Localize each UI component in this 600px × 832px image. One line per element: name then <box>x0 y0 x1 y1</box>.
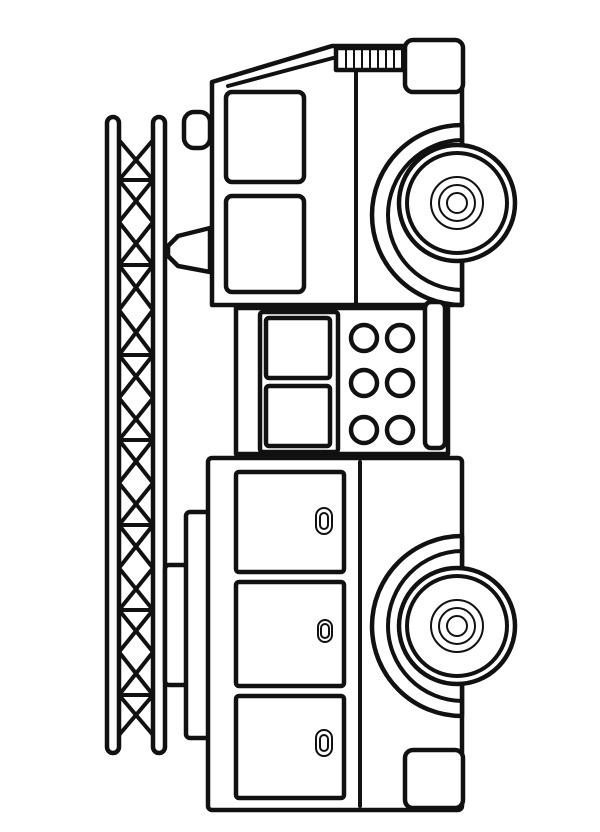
front-wheel <box>396 142 518 264</box>
pump-panel-window-1 <box>263 315 333 381</box>
bumper-bottom <box>402 747 466 811</box>
ladder-rungs <box>117 178 155 697</box>
ladder-mount <box>162 562 190 688</box>
pump-panel-step <box>422 299 448 451</box>
cab-window-2 <box>223 193 307 295</box>
cab-light <box>181 109 213 151</box>
panel-knob <box>384 322 416 354</box>
compartment-handle <box>315 729 333 757</box>
cab-window-1 <box>223 89 307 185</box>
pump-panel-window-2 <box>263 383 333 449</box>
panel-knob <box>384 367 416 399</box>
rear-wheel-arch-inner <box>386 549 464 703</box>
panel-knob <box>348 414 380 446</box>
panel-knob <box>384 414 416 446</box>
panel-knob <box>348 322 380 354</box>
roof-vent <box>333 45 411 73</box>
cab-nose <box>165 225 213 275</box>
ladder-rail-left <box>104 114 122 756</box>
front-wheel-arch-inner <box>386 138 464 292</box>
panel-knob <box>348 367 380 399</box>
pump-panel <box>233 299 451 457</box>
rear-wheel <box>396 565 518 687</box>
bumper-top <box>402 37 466 95</box>
cab-roof-line <box>226 56 335 88</box>
compartment-handle <box>315 507 333 535</box>
panel-knobs <box>348 322 416 446</box>
compartment-2 <box>233 579 347 689</box>
compartment-handle <box>317 619 333 643</box>
ladder-rail-right <box>150 114 168 756</box>
compartment-3 <box>233 693 347 801</box>
compartment-1 <box>233 469 347 575</box>
ladder-cross-braces <box>117 138 155 737</box>
ladder <box>104 114 190 756</box>
